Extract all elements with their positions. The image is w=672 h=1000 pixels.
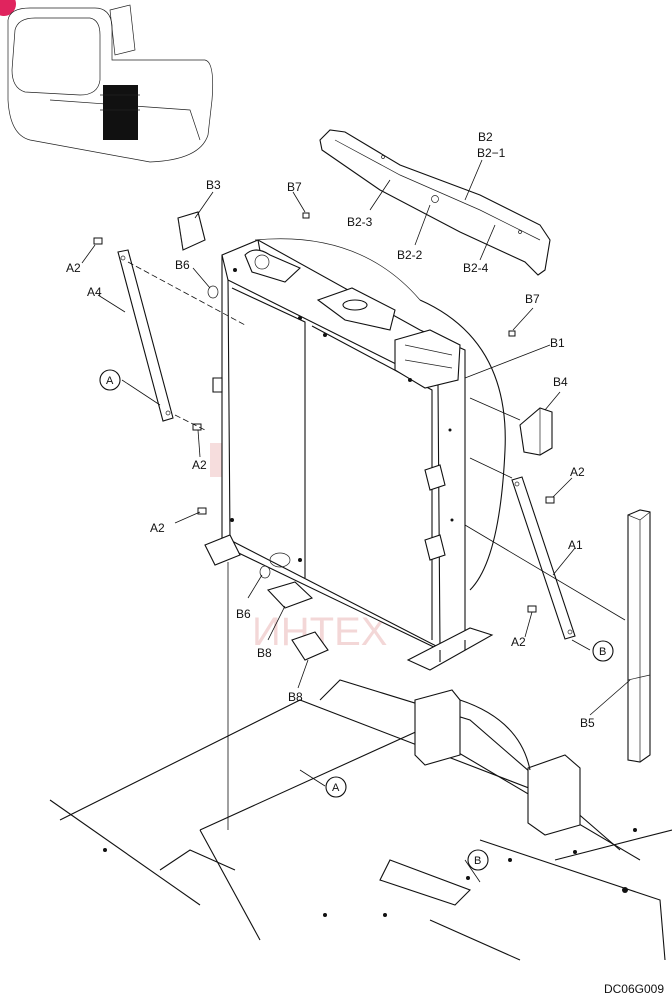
label-b3: B3 — [206, 178, 221, 192]
label-a2-right-bottom: A2 — [511, 635, 526, 649]
label-a2-topleft: A2 — [66, 261, 81, 275]
seal-block-b3 — [177, 211, 206, 251]
label-a2-left: A2 — [150, 521, 165, 535]
label-b-frame: B — [474, 855, 481, 867]
label-b2-1: B2−1 — [477, 146, 506, 160]
corner-badge-icon — [0, 0, 16, 16]
guide-lines — [127, 261, 626, 830]
bolt-icon — [93, 212, 555, 613]
callout-a-frame-circle — [325, 776, 347, 798]
label-a4: A4 — [87, 285, 102, 299]
label-b4: B4 — [553, 375, 568, 389]
seal-b8-top — [266, 581, 314, 609]
label-b8-top: B8 — [257, 646, 272, 660]
stay-rod-a4 — [117, 249, 174, 422]
label-a1: A1 — [568, 538, 583, 552]
figure-id: DC06G009 — [603, 982, 664, 996]
label-a2-right-top: A2 — [570, 465, 585, 479]
callout-b-right-circle — [592, 640, 614, 662]
stay-rod-a1 — [511, 476, 576, 640]
label-b2-3: B2-3 — [347, 215, 373, 229]
machine-inset — [7, 4, 214, 163]
seal-strip-b5 — [627, 509, 651, 763]
o-ring-b6-top — [207, 285, 219, 299]
label-b8-bottom: B8 — [288, 690, 303, 704]
radiator-assembly — [204, 238, 506, 671]
label-b5: B5 — [580, 716, 595, 730]
label-b6-top: B6 — [175, 258, 190, 272]
lower-frame — [49, 679, 672, 961]
seal-block-b4 — [519, 407, 553, 456]
seal-b8-bottom — [291, 631, 329, 661]
label-leaders — [81, 159, 631, 883]
label-b2: B2 — [478, 130, 493, 144]
label-b2-4: B2-4 — [463, 261, 489, 275]
label-a2-midleft: A2 — [192, 458, 207, 472]
label-a-left: A — [106, 375, 114, 387]
o-ring-b6-bottom — [259, 565, 271, 579]
top-cover-b2 — [319, 129, 551, 276]
callout-b-frame-circle — [467, 849, 489, 871]
label-b1: B1 — [550, 336, 565, 350]
label-b7-right: B7 — [525, 292, 540, 306]
label-a-frame: A — [332, 782, 340, 794]
label-b6-bottom: B6 — [236, 607, 251, 621]
callout-a-left-circle — [99, 369, 121, 391]
label-b7-top: B7 — [287, 180, 302, 194]
label-b-right: B — [599, 646, 606, 658]
label-b2-2: B2-2 — [397, 248, 423, 262]
